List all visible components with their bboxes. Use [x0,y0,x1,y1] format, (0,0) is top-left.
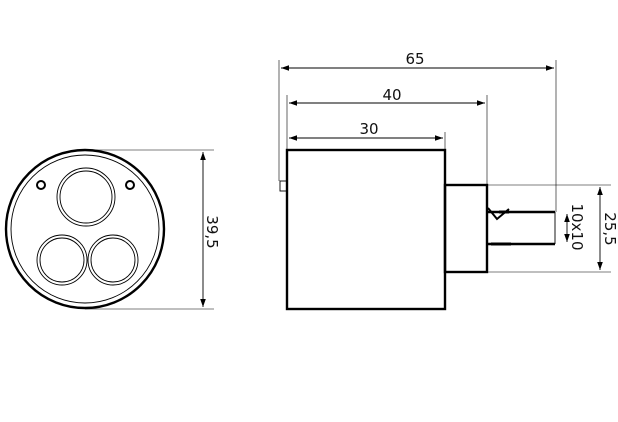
shaft-size-label: 10x10 [568,203,586,250]
housing-length-dimension: 30 [289,120,446,150]
shaft-break-mark [487,207,511,246]
collar [443,183,489,274]
diameter-label: 39,5 [203,215,221,248]
lower-left-port [36,234,88,286]
main-housing [285,148,447,311]
housing-length-label: 30 [359,120,378,138]
collar-height-dimension: 25,5 [487,184,618,273]
side-view [279,148,556,311]
lower-right-port [87,234,139,286]
rear-tab [279,180,288,192]
front-view [4,148,166,310]
inner-ring [10,154,160,304]
left-screw-hole [36,180,46,190]
right-screw-hole [125,180,135,190]
overall-length-label: 65 [405,50,424,68]
collar-height-label: 25,5 [601,212,618,245]
collar-length-label: 40 [382,86,401,104]
shaft-size-dimension: 10x10 [564,203,586,251]
overall-length-dimension: 65 [278,50,557,212]
diameter-dimension: 39,5 [85,149,221,310]
outer-ring [4,148,166,310]
collar-length-dimension: 40 [286,86,488,185]
top-port [56,167,116,227]
